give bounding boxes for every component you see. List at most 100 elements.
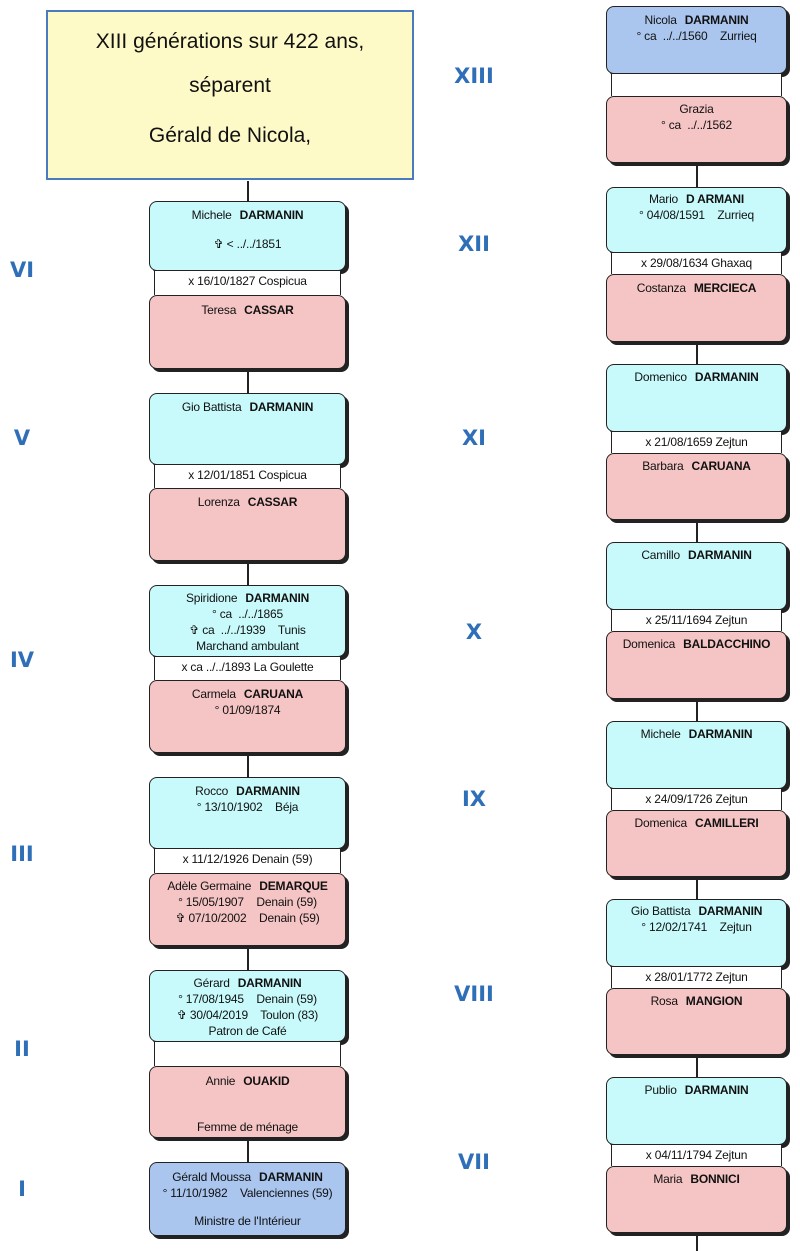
occupation: Marchand ambulant [196,639,299,653]
person-box-husband: Publio DARMANIN [606,1077,787,1145]
surname: DARMANIN [236,784,300,798]
birth-info: ° 04/08/1591 Zurrieq [639,208,754,222]
marriage-info: x 28/01/1772 Zejtun [611,967,782,988]
generation-label-iii: III [10,842,34,866]
given-name: Lorenza [197,495,240,509]
surname: MERCIECA [693,281,757,295]
birth-info: ° 17/08/1945 Denain (59) [178,992,317,1006]
person-box-wife: Costanza MERCIECA [606,274,787,342]
given-name: Costanza [636,281,686,295]
surname: DARMANIN [698,904,763,918]
person-box-wife: Domenica CAMILLERI [606,810,787,877]
generation-label-ix: IX [461,787,487,811]
given-name: Michele [191,208,232,222]
connector-line [696,1233,698,1251]
connector-line [247,753,249,777]
given-name: Spiridione [185,591,238,605]
generation-label-i: I [18,1177,26,1201]
given-name: Domenica [622,637,676,651]
marriage-info: x 12/01/1851 Cospicua [154,465,341,488]
generation-label-x: X [465,620,483,644]
surname: DARMANIN [237,976,302,990]
title-line-3: Gérald de Nicola, [148,124,312,147]
generation-label-xi: XI [461,426,487,450]
generation-label-iv: IV [9,648,35,672]
birth-info: ° 01/09/1874 [214,703,281,717]
birth-info: ° 13/10/1902 Béja [196,800,299,814]
given-name: Publio [644,1083,677,1097]
marriage-info: x 04/11/1794 Zejtun [611,1145,782,1166]
connector-line [247,1138,249,1162]
connector-line [247,946,249,970]
occupation: Ministre de l'Intérieur [194,1214,301,1228]
person-box-wife: Lorenza CASSAR [149,488,346,561]
surname: DARMANIN [684,1083,749,1097]
death-info: ✞ 30/04/2019 Toulon (83) [176,1008,319,1022]
surname: CASSAR [244,303,294,317]
birth-info: ° 11/10/1982 Valenciennes (59) [162,1186,333,1200]
birth-info: ° ca ../../1560 Zurrieq [636,29,757,43]
title-line-2: séparent [189,74,271,97]
birth-info: ° ca ../../1865 [212,607,283,621]
surname: MANGION [685,994,743,1008]
generation-label-vi: VI [9,258,35,282]
connector-line [247,369,249,393]
person-box-wife: Teresa CASSAR [149,295,346,369]
given-name: Barbara [642,459,684,473]
given-name: Rosa [650,994,678,1008]
given-name: Gérald Moussa [172,1170,252,1184]
generation-label-v: V [13,426,31,450]
surname: OUAKID [243,1074,290,1088]
surname: DARMANIN [249,400,314,414]
given-name: Domenica [634,816,688,830]
surname: DARMANIN [687,548,752,562]
given-name: Gio Battista [181,400,242,414]
given-name: Domenico [634,370,687,384]
given-name: Carmela [191,687,236,701]
marriage-info: x 11/12/1926 Denain (59) [154,849,341,873]
title-line-1: XIII générations sur 422 ans, [95,30,365,53]
surname: CASSAR [247,495,298,509]
given-name: Teresa [201,303,237,317]
surname: BONNICI [690,1172,740,1186]
connector-line [696,342,698,364]
generation-label-ii: II [14,1037,30,1061]
connector-line [247,561,249,585]
surname: DEMARQUE [259,879,328,893]
person-box-wife: Rosa MANGION [606,988,787,1055]
marriage-info: x ca ../../1893 La Goulette [154,657,341,680]
surname: CAMILLERI [694,816,759,830]
connector-line [696,520,698,542]
birth-info: ° ca ../../1562 [661,118,732,132]
given-name: Annie [205,1074,236,1088]
marriage-info [154,1042,341,1066]
surname: DARMANIN [688,727,753,741]
title-box: XIII générations sur 422 ans, séparent G… [46,10,414,180]
generation-label-vii: VII [458,1150,490,1174]
surname: DARMANIN [684,13,749,27]
given-name: Adèle Germaine [167,879,252,893]
connector-line [696,1055,698,1077]
given-name: Camillo [641,548,680,562]
connector-line [696,163,698,187]
death-info: ✞ ca ../../1939 Tunis [189,623,306,637]
connector-line [247,181,249,201]
marriage-info: x 16/10/1827 Cospicua [154,271,341,295]
surname: DARMANIN [245,591,310,605]
occupation: Patron de Café [208,1024,287,1038]
surname: DARMANIN [239,208,304,222]
person-box-husband: Gio Battista DARMANIN [149,393,346,465]
